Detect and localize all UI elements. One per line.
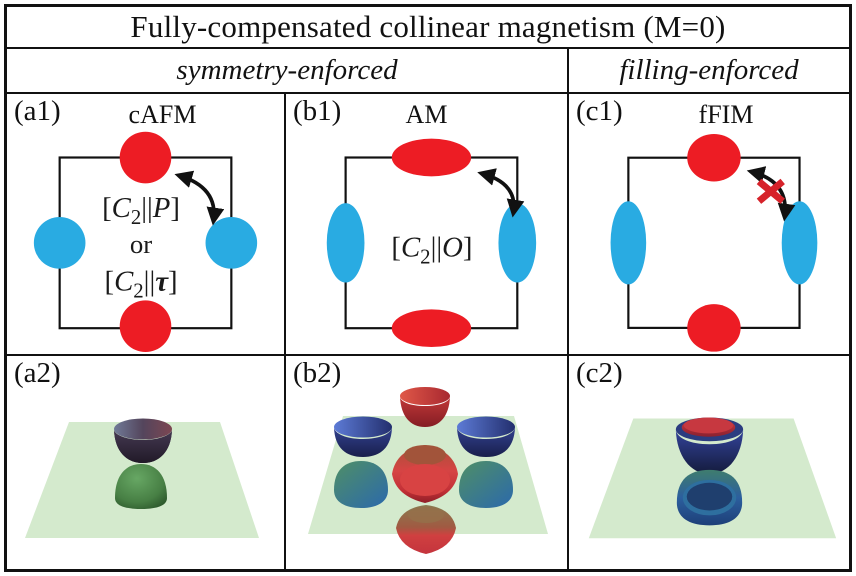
header-symmetry-enforced: symmetry-enforced xyxy=(7,49,567,94)
symmetry-formula: [C2||O] xyxy=(391,232,472,269)
figure-title: Fully-compensated collinear magnetism (M… xyxy=(7,7,849,49)
spin-down-hole-pocket xyxy=(459,461,513,508)
panel-b1-am: (b1) AM [C2||O] xyxy=(284,94,567,356)
panel-c2-ffim-bands: (c2) xyxy=(567,356,849,569)
header-filling-enforced: filling-enforced xyxy=(567,49,849,94)
panel-a1-name: cAFM xyxy=(128,100,197,129)
spin-up-site xyxy=(391,138,472,177)
spin-up-center-band xyxy=(392,445,458,503)
am-lattice-diagram: [C2||O] xyxy=(326,138,537,348)
formula-or-text: or xyxy=(130,229,152,259)
spin-up-site xyxy=(119,300,172,353)
cafm-band-structure xyxy=(25,418,259,538)
cross-icon xyxy=(756,178,785,204)
spin-down-site xyxy=(326,203,365,283)
symmetry-formula-1: [C2||P] xyxy=(102,192,180,229)
panel-a1-cafm: (a1) cAFM [C2||P] or [C2||τ] xyxy=(7,94,284,356)
spin-down-site xyxy=(610,201,647,285)
ffim-band-structure xyxy=(588,417,837,539)
spin-swap-arrow-icon xyxy=(477,168,525,218)
figure-title-text: Fully-compensated collinear magnetism (M… xyxy=(130,9,726,44)
spin-down-site xyxy=(781,201,818,285)
panel-b1-tag: (b1) xyxy=(293,95,342,127)
spin-down-site xyxy=(498,203,537,283)
spin-down-hole-pocket xyxy=(676,469,743,526)
spin-up-electron-pocket xyxy=(400,387,450,427)
cafm-lattice-diagram: [C2||P] or [C2||τ] xyxy=(33,131,258,353)
symmetry-formula-2: [C2||τ] xyxy=(104,265,177,302)
spin-down-hole-pocket xyxy=(334,461,388,508)
ffim-lattice-diagram xyxy=(610,133,818,352)
panel-c1-ffim: (c1) fFIM xyxy=(567,94,849,356)
header-symmetry-label: symmetry-enforced xyxy=(176,54,398,86)
spin-up-site xyxy=(391,309,472,348)
spin-up-site xyxy=(119,131,172,184)
panel-a2-cafm-bands: (a2) xyxy=(7,356,284,569)
degenerate-hole-band xyxy=(115,464,167,509)
panel-b2-am-bands: (b2) xyxy=(284,356,567,569)
spin-swap-arrow-icon xyxy=(174,170,225,226)
spin-down-electron-pocket xyxy=(457,416,515,457)
nested-electron-pockets xyxy=(675,417,744,474)
am-band-structure xyxy=(308,387,548,554)
panel-a1-tag: (a1) xyxy=(14,95,61,127)
degenerate-electron-band xyxy=(114,418,172,463)
figure-table: Fully-compensated collinear magnetism (M… xyxy=(4,4,852,572)
spin-down-electron-pocket xyxy=(334,416,392,457)
header-filling-label: filling-enforced xyxy=(619,54,799,86)
spin-up-site xyxy=(687,304,741,352)
panel-b1-name: AM xyxy=(405,100,448,129)
spin-up-hole-pocket xyxy=(396,505,456,554)
spin-down-site xyxy=(33,217,86,269)
spin-up-site xyxy=(687,133,741,182)
panel-c1-tag: (c1) xyxy=(576,95,623,127)
panel-a2-tag: (a2) xyxy=(14,357,61,389)
panel-c1-name: fFIM xyxy=(698,100,754,129)
panel-c2-tag: (c2) xyxy=(576,357,623,389)
panel-b2-tag: (b2) xyxy=(293,357,342,389)
spin-down-site xyxy=(205,217,258,269)
